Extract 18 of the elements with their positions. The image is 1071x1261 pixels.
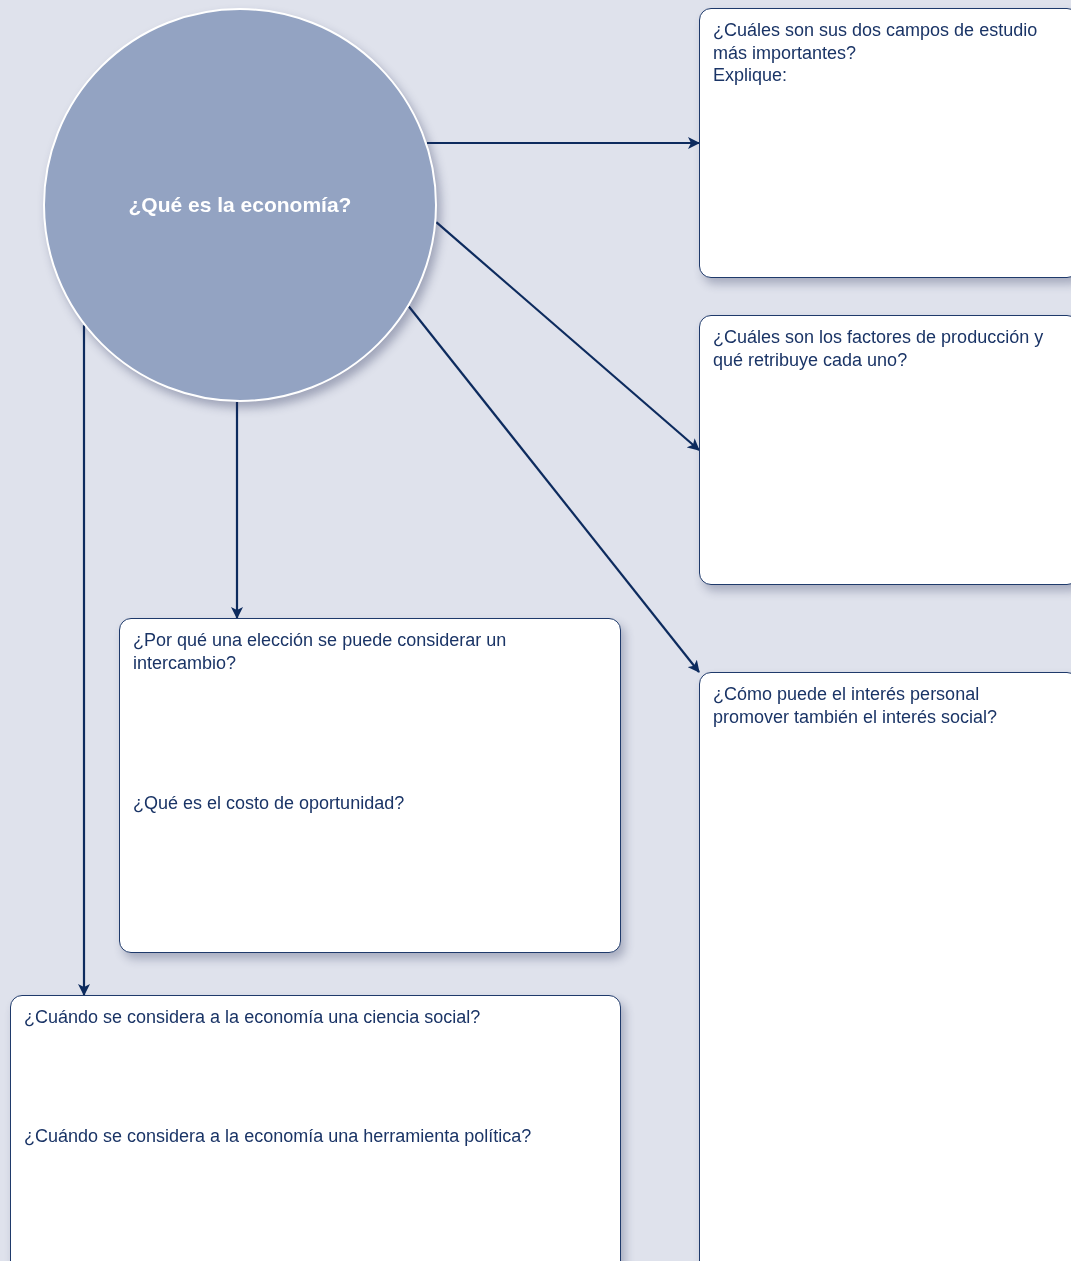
arrow bbox=[78, 325, 90, 996]
question-text: ¿Cuándo se considera a la economía una herramienta política? bbox=[24, 1124, 533, 1147]
answer-box bbox=[699, 8, 1071, 278]
question-text: ¿Por qué una elección se puede considerar un intercambio? bbox=[133, 629, 508, 674]
question-text: ¿Cuáles son los factores de producción y qué retribuye cada uno? bbox=[713, 326, 1045, 371]
topic-title: ¿Qué es la economía? bbox=[128, 192, 352, 219]
arrow bbox=[427, 137, 700, 149]
arrow bbox=[408, 305, 700, 673]
answer-box bbox=[119, 618, 621, 953]
question-text: Explique: bbox=[713, 64, 789, 87]
answer-box bbox=[699, 672, 1071, 1261]
question-text: ¿Cuáles son sus dos campos de estudio más importantes? bbox=[713, 19, 1039, 64]
answer-box bbox=[699, 315, 1071, 585]
answer-box bbox=[10, 995, 621, 1261]
question-text: ¿Qué es el costo de oportunidad? bbox=[133, 792, 406, 815]
question-text: ¿Cuándo se considera a la economía una ciencia social? bbox=[24, 1006, 482, 1029]
arrow bbox=[231, 402, 243, 619]
question-text: ¿Cómo puede el interés personal promover también el interés social? bbox=[713, 683, 999, 728]
